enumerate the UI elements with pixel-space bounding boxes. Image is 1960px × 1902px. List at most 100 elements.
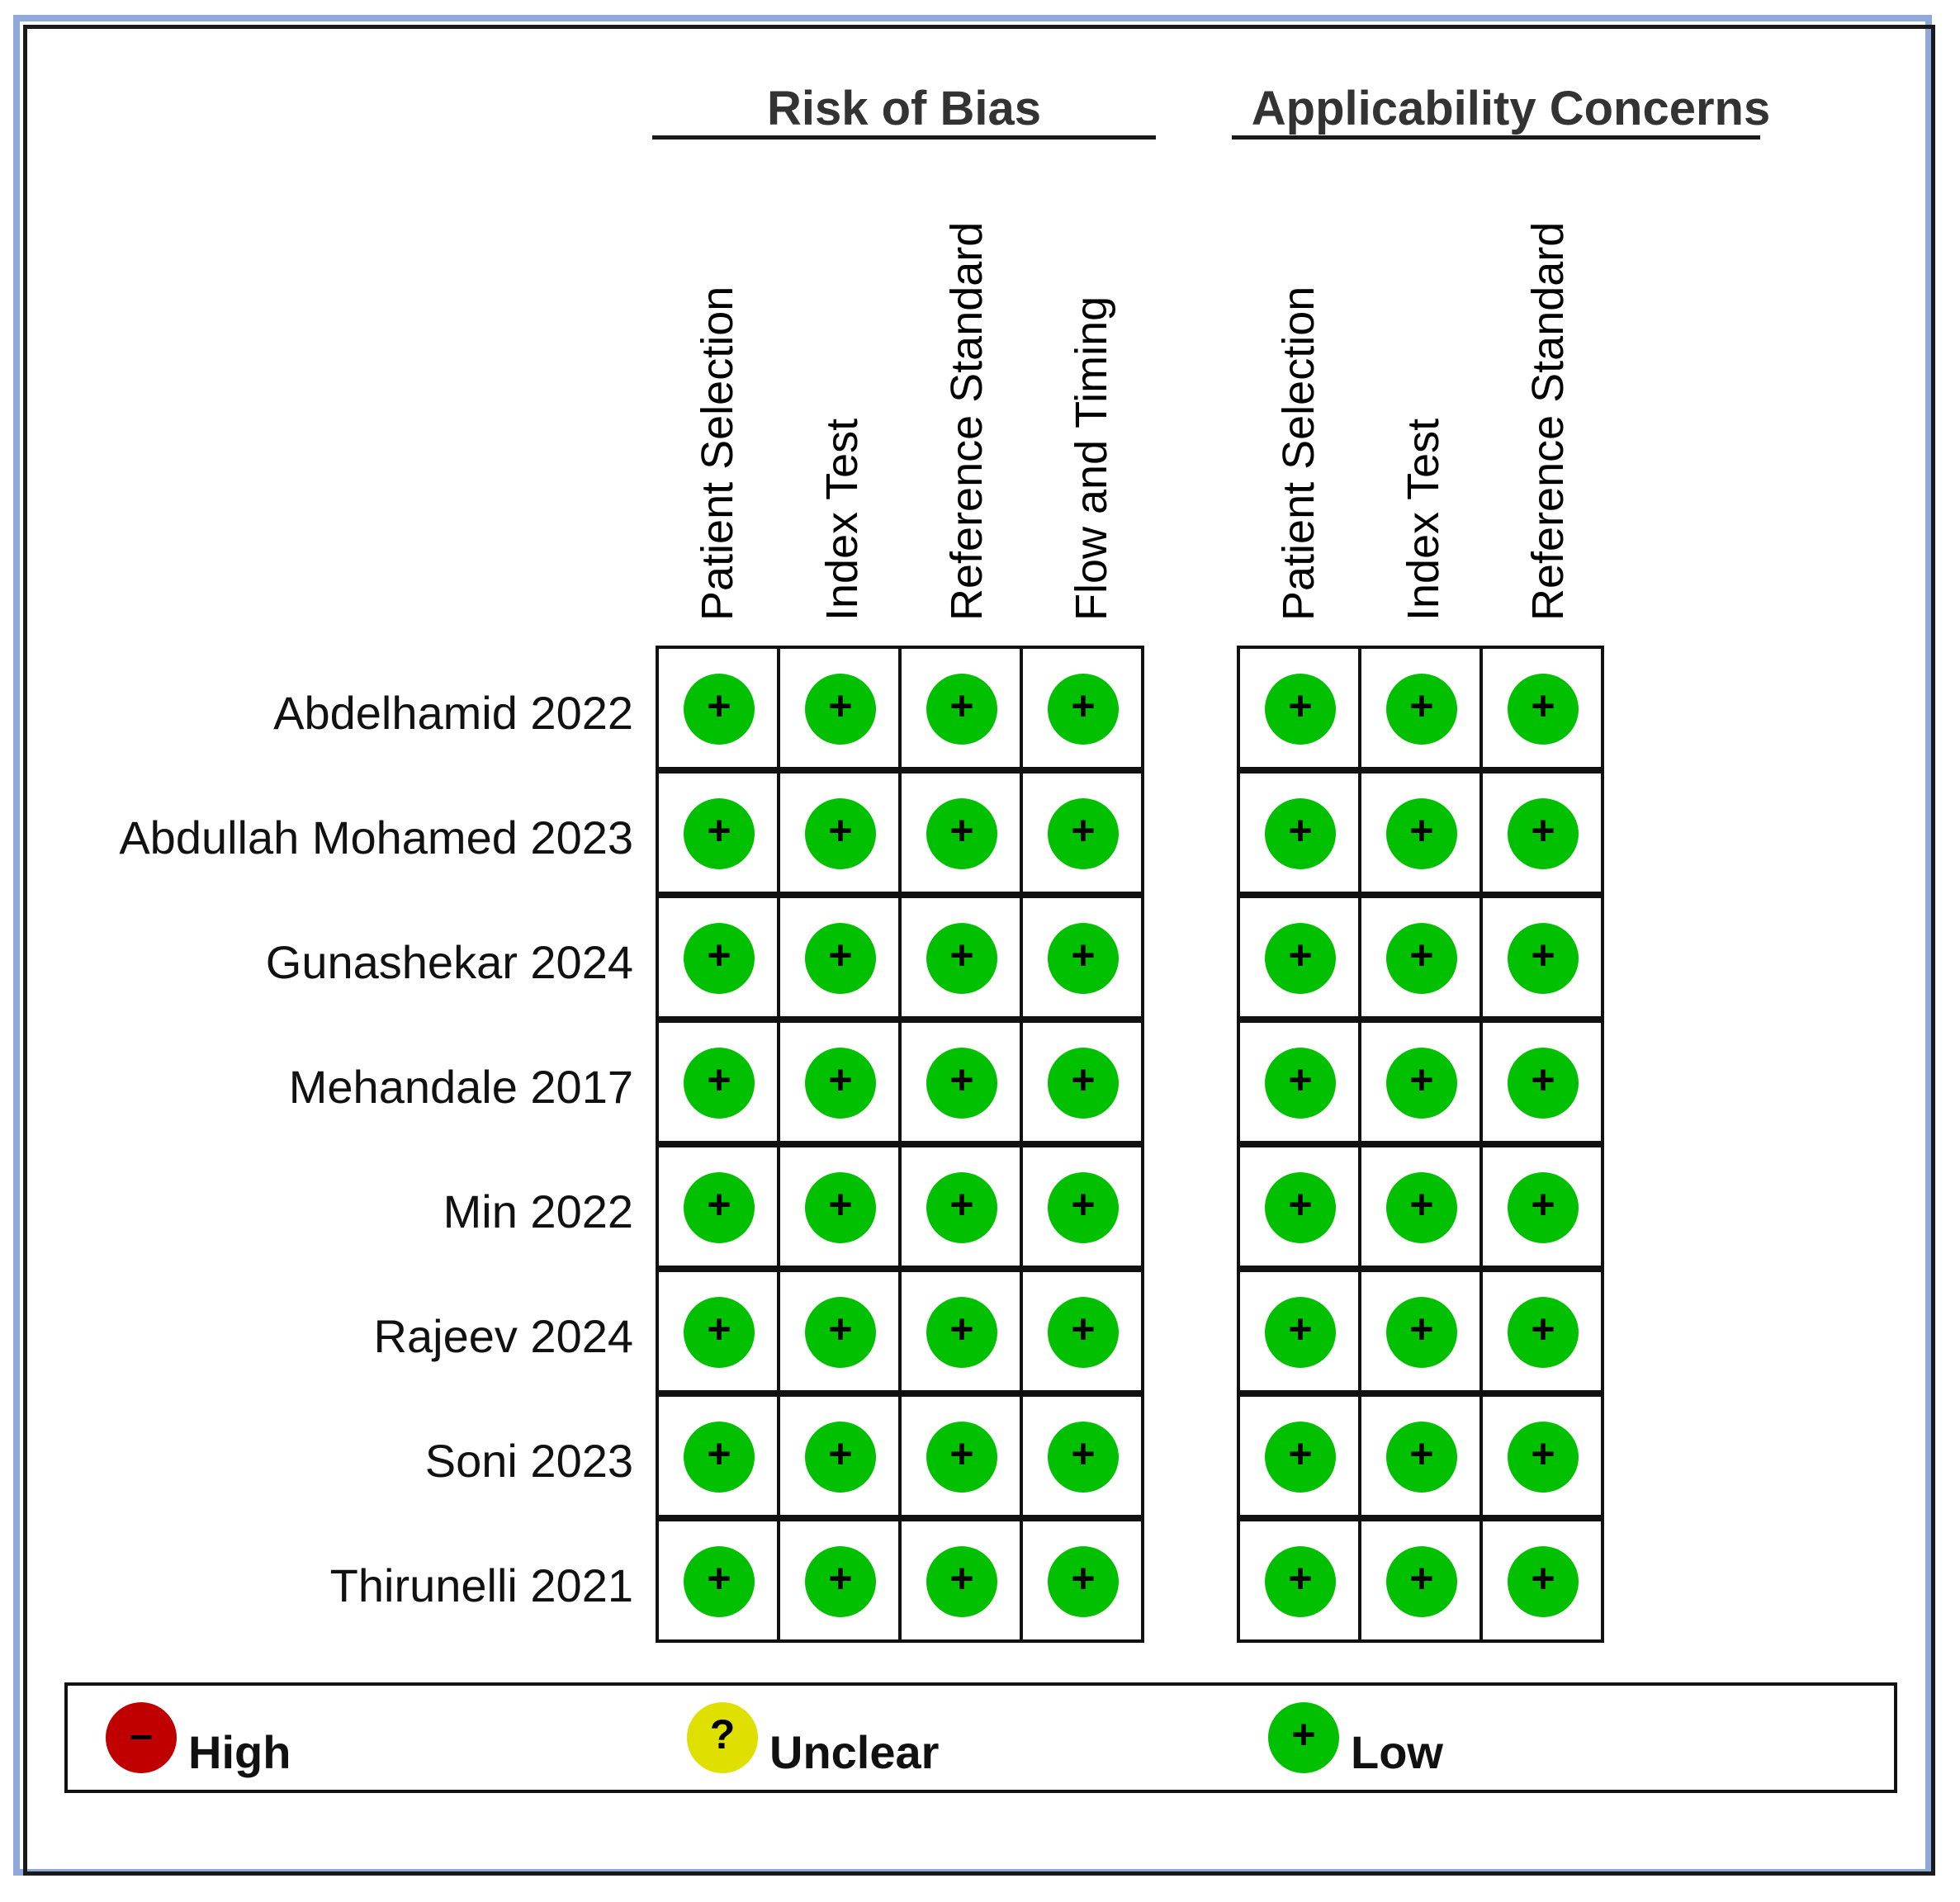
low-risk-icon: + — [1508, 1422, 1579, 1493]
risk-of-bias-cell: + — [898, 1144, 1023, 1269]
legend-unclear-label: Unclear — [769, 1726, 940, 1778]
low-risk-icon: + — [1048, 1172, 1119, 1243]
applicability-cell: + — [1237, 646, 1361, 770]
risk-col-flow-and-timing: Flow and Timing — [1030, 165, 1153, 627]
low-risk-icon: + — [1048, 1422, 1119, 1493]
risk-of-bias-cell: + — [777, 1393, 902, 1518]
risk-of-bias-cell: + — [898, 1020, 1023, 1144]
low-risk-icon: + — [926, 923, 997, 994]
risk-of-bias-cell: + — [656, 1393, 780, 1518]
risk-of-bias-cell: + — [777, 1020, 902, 1144]
applicability-title: Applicability Concerns — [1251, 82, 1771, 135]
low-risk-icon: + — [1508, 1546, 1579, 1617]
low-risk-icon: + — [1268, 1702, 1339, 1773]
risk-of-bias-cell: + — [898, 1393, 1023, 1518]
low-risk-icon: + — [684, 1048, 755, 1119]
applicability-cell: + — [1358, 895, 1483, 1020]
risk-of-bias-cell: + — [1020, 895, 1144, 1020]
study-label: Abdelhamid 2022 — [273, 687, 633, 739]
risk-col-reference-standard: Reference Standard — [905, 165, 1029, 627]
applicability-col-index-test: Index Test — [1361, 165, 1485, 627]
risk-of-bias-cell: + — [777, 770, 902, 895]
study-label: Gunashekar 2024 — [265, 936, 633, 988]
risk-of-bias-cell: + — [898, 646, 1023, 770]
low-risk-icon: + — [805, 1172, 876, 1243]
applicability-cell: + — [1237, 1144, 1361, 1269]
low-risk-icon: + — [1386, 1172, 1457, 1243]
risk-of-bias-cell: + — [656, 1518, 780, 1643]
risk-of-bias-cell: + — [656, 770, 780, 895]
applicability-cell: + — [1358, 1269, 1483, 1393]
column-label: Reference Standard — [942, 221, 992, 621]
low-risk-icon: + — [926, 798, 997, 869]
low-risk-icon: + — [1508, 798, 1579, 869]
low-risk-icon: + — [1265, 923, 1336, 994]
low-risk-icon: + — [1386, 1546, 1457, 1617]
applicability-cell: + — [1358, 646, 1483, 770]
low-risk-icon: + — [1386, 1297, 1457, 1368]
low-risk-icon: + — [1508, 923, 1579, 994]
low-risk-icon: + — [1386, 1048, 1457, 1119]
risk-of-bias-cell: + — [1020, 1144, 1144, 1269]
study-label: Min 2022 — [443, 1185, 633, 1237]
risk-of-bias-cell: + — [898, 770, 1023, 895]
low-risk-icon: + — [1265, 798, 1336, 869]
risk-of-bias-cell: + — [777, 1518, 902, 1643]
risk-of-bias-cell: + — [1020, 1518, 1144, 1643]
low-risk-icon: + — [1265, 674, 1336, 745]
low-risk-icon: + — [926, 1048, 997, 1119]
low-risk-icon: + — [1048, 923, 1119, 994]
low-risk-icon: + — [684, 1172, 755, 1243]
legend-low-label: Low — [1351, 1726, 1443, 1778]
risk-of-bias-cell: + — [777, 895, 902, 1020]
low-risk-icon: + — [1265, 1297, 1336, 1368]
low-risk-icon: + — [805, 1048, 876, 1119]
low-risk-icon: + — [1386, 1422, 1457, 1493]
column-label: Flow and Timing — [1067, 296, 1116, 621]
applicability-cell: + — [1358, 1393, 1483, 1518]
applicability-col-patient-selection: Patient Selection — [1237, 165, 1361, 627]
risk-of-bias-cell: + — [1020, 770, 1144, 895]
low-risk-icon: + — [684, 923, 755, 994]
risk-of-bias-cell: + — [898, 1269, 1023, 1393]
low-risk-icon: + — [1508, 1172, 1579, 1243]
applicability-cell: + — [1358, 1144, 1483, 1269]
risk-of-bias-cell: + — [656, 1020, 780, 1144]
low-risk-icon: + — [1265, 1172, 1336, 1243]
risk-of-bias-cell: + — [898, 895, 1023, 1020]
inner-frame — [23, 25, 1935, 1876]
low-risk-icon: + — [684, 1546, 755, 1617]
applicability-cell: + — [1237, 1393, 1361, 1518]
applicability-col-reference-standard: Reference Standard — [1486, 165, 1610, 627]
applicability-cell: + — [1479, 1269, 1604, 1393]
applicability-cell: + — [1237, 1518, 1361, 1643]
risk-col-index-test: Index Test — [780, 165, 904, 627]
low-risk-icon: + — [805, 798, 876, 869]
study-label: Soni 2023 — [424, 1435, 633, 1487]
study-label: Rajeev 2024 — [373, 1310, 633, 1362]
low-risk-icon: + — [1265, 1048, 1336, 1119]
low-risk-icon: + — [684, 674, 755, 745]
low-risk-icon: + — [1508, 674, 1579, 745]
risk-of-bias-cell: + — [777, 646, 902, 770]
column-label: Index Test — [817, 418, 867, 621]
applicability-cell: + — [1358, 770, 1483, 895]
low-risk-icon: + — [1386, 798, 1457, 869]
low-risk-icon: + — [1508, 1048, 1579, 1119]
risk-of-bias-cell: + — [656, 1144, 780, 1269]
low-risk-icon: + — [684, 1297, 755, 1368]
legend-high-label: High — [188, 1726, 291, 1778]
applicability-cell: + — [1237, 1269, 1361, 1393]
risk-of-bias-cell: + — [777, 1269, 902, 1393]
applicability-cell: + — [1237, 770, 1361, 895]
risk-of-bias-cell: + — [1020, 1269, 1144, 1393]
low-risk-icon: + — [684, 798, 755, 869]
risk-of-bias-cell: + — [777, 1144, 902, 1269]
risk-of-bias-cell: + — [1020, 1393, 1144, 1518]
applicability-cell: + — [1237, 895, 1361, 1020]
column-label: Reference Standard — [1523, 221, 1573, 621]
low-risk-icon: + — [926, 1546, 997, 1617]
low-risk-icon: + — [805, 674, 876, 745]
applicability-cell: + — [1479, 1518, 1604, 1643]
risk-col-patient-selection: Patient Selection — [656, 165, 779, 627]
